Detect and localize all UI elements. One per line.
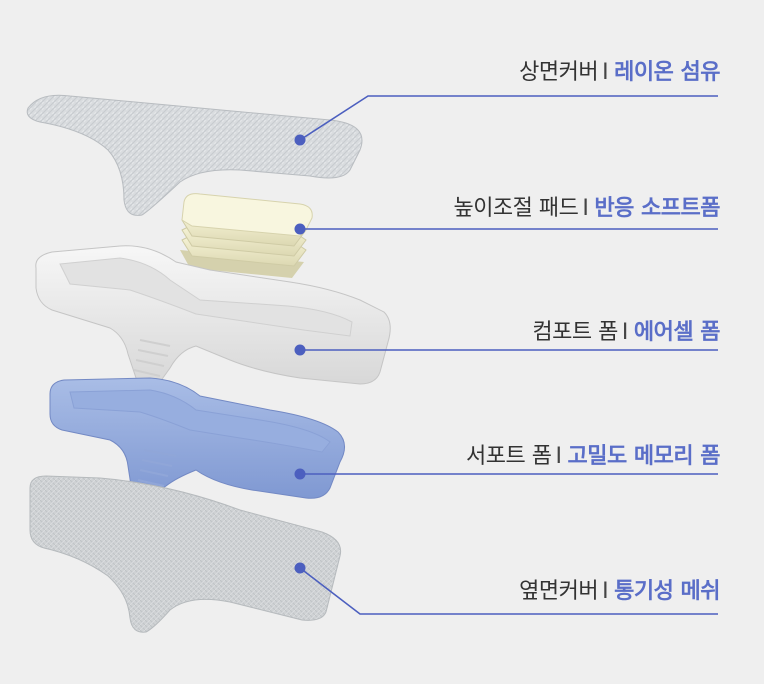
layer-material: 고밀도 메모리 폼 — [567, 444, 721, 469]
separator: I — [582, 196, 589, 221]
leader-line-side-cover — [299, 567, 718, 615]
leader-dot-comfort-foam — [294, 344, 306, 356]
separator: I — [555, 444, 563, 469]
layer-name: 서포트 폼 — [466, 444, 552, 469]
layer-name: 옆면커버 — [519, 579, 599, 604]
leader-line-top-cover — [299, 95, 718, 141]
layer-material: 반응 소프트폼 — [594, 196, 720, 221]
height-pad-layer — [180, 193, 313, 278]
support-foam-layer — [49, 377, 345, 501]
leader-dot-top-cover — [294, 134, 306, 146]
layer-name: 높이조절 패드 — [453, 196, 579, 221]
layer-material: 레이온 섬유 — [614, 60, 720, 85]
leader-dot-side-cover — [294, 562, 306, 574]
leader-dot-height-pad — [294, 223, 306, 235]
separator: I — [621, 320, 629, 345]
layer-name: 컴포트 폼 — [532, 320, 618, 345]
top-cover-layer — [26, 94, 363, 216]
layer-name: 상면커버 — [519, 60, 599, 85]
leader-lines — [294, 95, 718, 615]
layer-material: 통기성 메쉬 — [614, 579, 720, 604]
leader-dot-support-foam — [294, 468, 306, 480]
side-cover-layer — [29, 475, 342, 633]
separator: I — [602, 579, 609, 604]
layer-material: 에어셀 폼 — [633, 320, 721, 345]
separator: I — [602, 60, 609, 85]
